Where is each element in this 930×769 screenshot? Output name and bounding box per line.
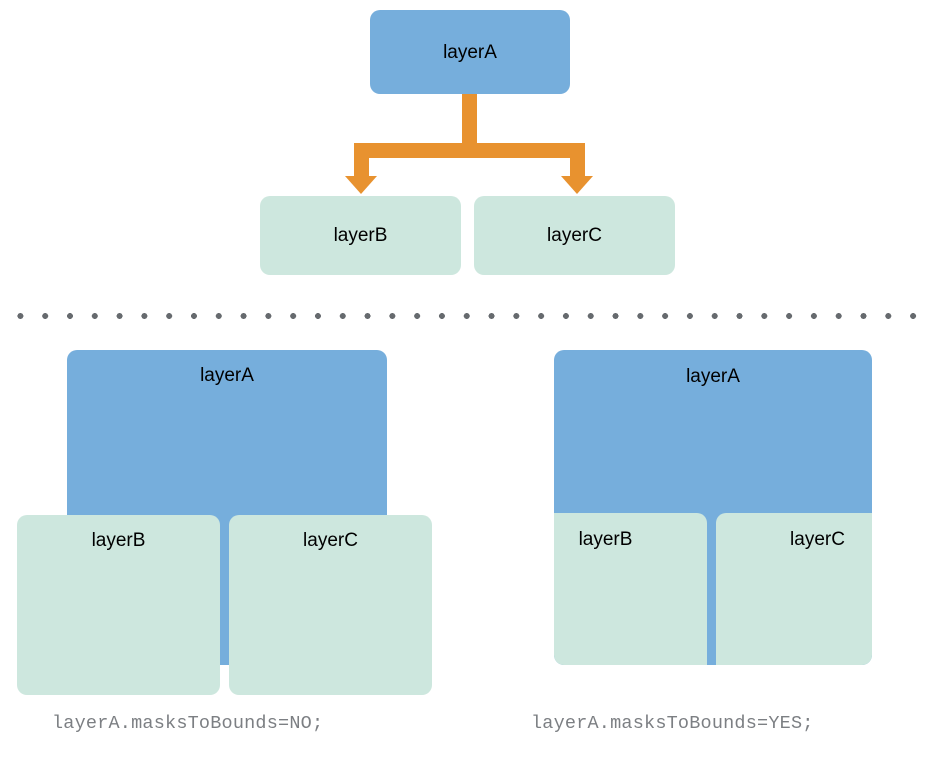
no-child-layer-c: layerC <box>229 515 432 695</box>
yes-child-layer-c-label: layerC <box>790 529 845 550</box>
connector-stem <box>462 94 477 145</box>
dotted-divider <box>8 313 918 319</box>
no-child-layer-c-label: layerC <box>303 530 358 551</box>
arrowhead-left-icon <box>345 176 377 194</box>
no-child-layer-b: layerB <box>17 515 220 695</box>
yes-child-layer-b-label: layerB <box>578 529 633 550</box>
connector-drop-left <box>354 143 369 178</box>
no-child-layer-b-label: layerB <box>91 530 146 551</box>
tree-node-layer-b-label: layerB <box>333 225 388 246</box>
yes-parent-layer-a: layerA layerB layerC <box>554 350 872 665</box>
yes-child-layer-b: layerB <box>554 513 707 665</box>
yes-child-layer-c: layerC <box>716 513 872 665</box>
tree-node-layer-a-label: layerA <box>443 41 497 63</box>
caption-masks-to-bounds-yes: layerA.masksToBounds=YES; <box>531 713 814 734</box>
yes-parent-layer-a-label: layerA <box>686 366 740 387</box>
tree-node-layer-a: layerA <box>370 10 570 94</box>
arrowhead-right-icon <box>561 176 593 194</box>
connector-horizontal-bar <box>354 143 585 158</box>
tree-node-layer-c-label: layerC <box>547 225 602 246</box>
caption-masks-to-bounds-no: layerA.masksToBounds=NO; <box>52 713 324 734</box>
connector-drop-right <box>570 143 585 178</box>
no-parent-layer-a-label: layerA <box>200 365 254 386</box>
tree-node-layer-c: layerC <box>474 196 675 275</box>
tree-node-layer-b: layerB <box>260 196 461 275</box>
